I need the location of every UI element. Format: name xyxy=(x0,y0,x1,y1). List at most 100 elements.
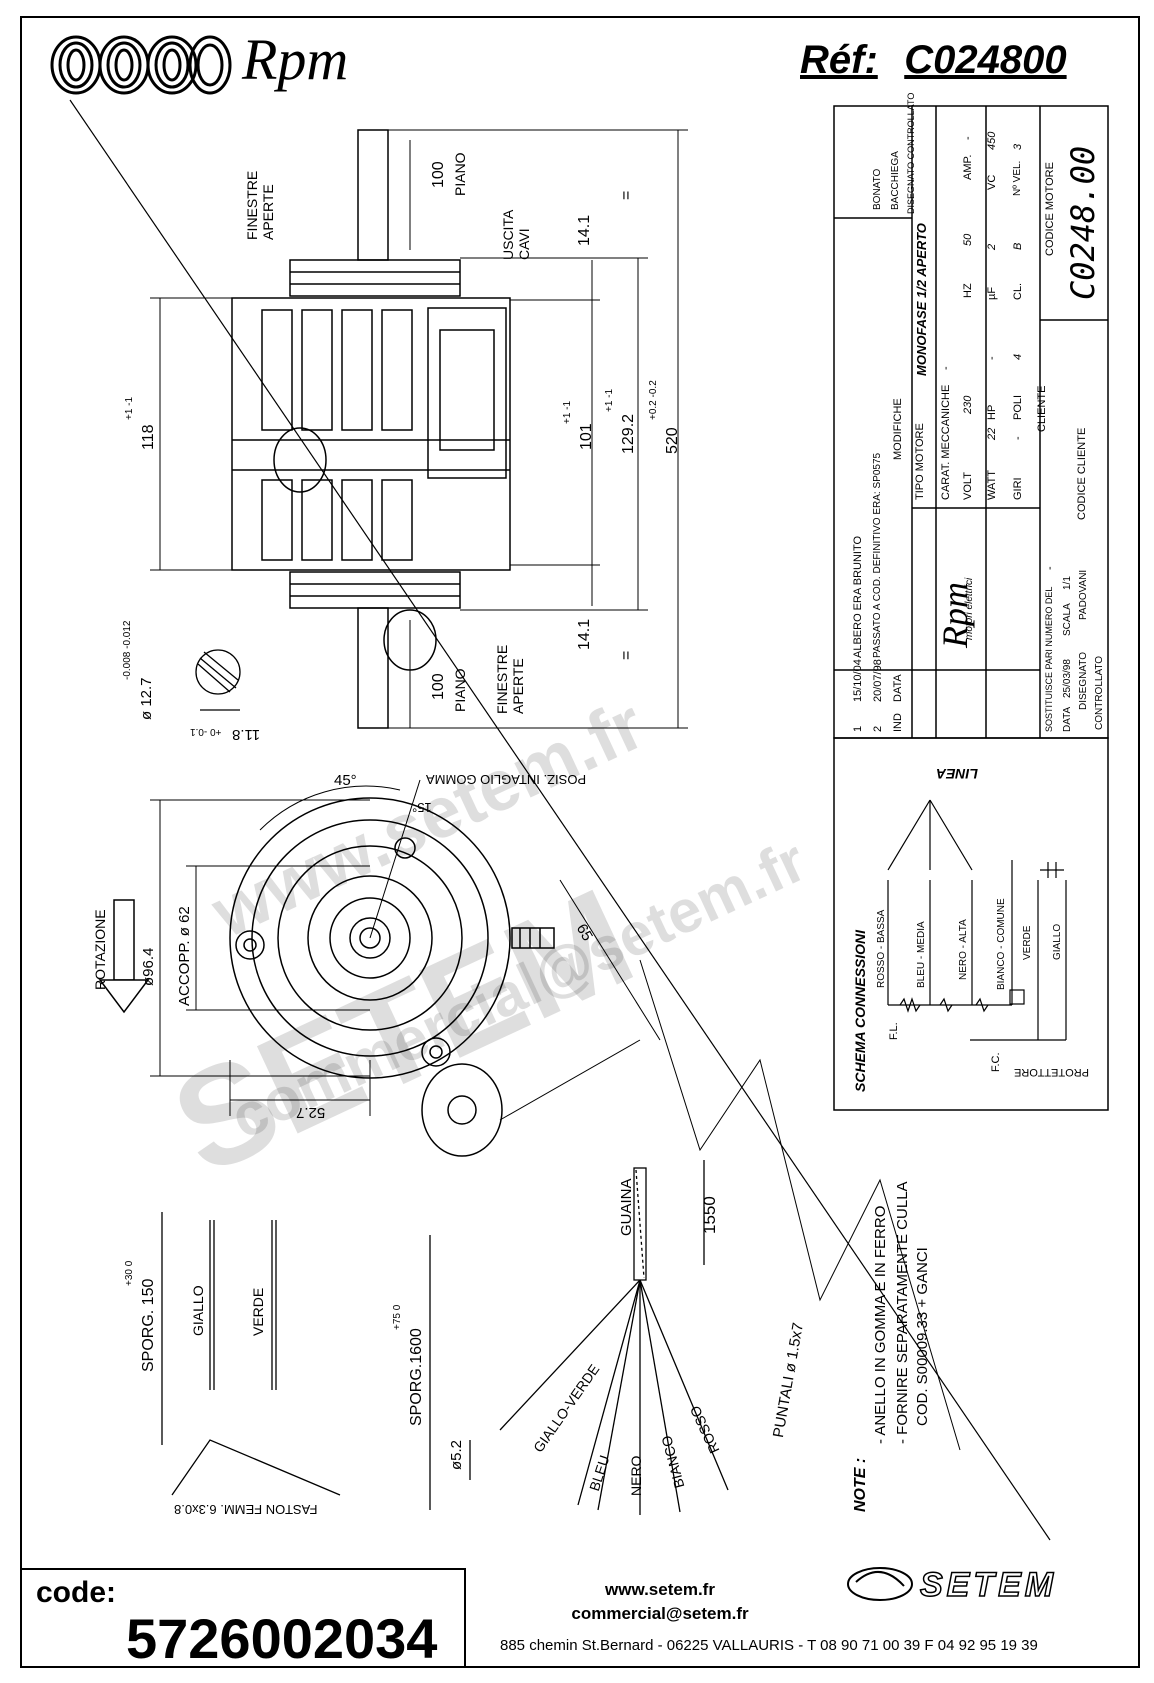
footer-web-link[interactable]: www.setem.fr xyxy=(605,1580,715,1599)
schema-wiring xyxy=(887,799,1067,1041)
label-dim-100-bottom: 100 xyxy=(430,673,447,700)
schema-wire-giallo: GIALLO xyxy=(1052,923,1063,960)
tb-hdr-ind: IND xyxy=(892,713,904,732)
tb-carat-value: - xyxy=(940,366,952,370)
tb-spec-hz-k: HZ xyxy=(962,283,974,298)
tb-spec-watt-k: WATT xyxy=(986,470,998,500)
label-dia-96: ø96.4 xyxy=(140,947,157,986)
tb-sostituisce-val: - xyxy=(1044,566,1056,570)
tb-spec-volt-v: 230 xyxy=(962,395,974,414)
tb-rev1-data: 15/10/04 xyxy=(852,659,864,702)
tb-spec-amp-k: AMP. xyxy=(962,154,974,180)
label-piano-bottom: PIANO xyxy=(452,668,468,712)
cable-1550: 1550 xyxy=(700,1196,719,1234)
label-finestre-top: FINESTRE APERTE xyxy=(244,170,276,240)
label-dim-520-tol: +0.2 -0.2 xyxy=(648,380,659,420)
diagonal-line xyxy=(69,99,1051,1541)
schema-wire-rosso: ROSSO - BASSA xyxy=(876,909,887,988)
tb-sign-hdr: DISEGNATO CONTROLLATO xyxy=(906,92,916,214)
tb-spec-giri-v: - xyxy=(1012,436,1024,440)
cable-giallo: GIALLO xyxy=(190,1285,206,1336)
notes-title: NOTE : xyxy=(852,1457,869,1512)
reference-value: C024800 xyxy=(904,38,1067,82)
tb-controllato-label: CONTROLLATO xyxy=(1094,655,1105,730)
cable-wire-nero: NERO xyxy=(628,1455,644,1496)
schema-protettore: PROTETTORE xyxy=(1014,1066,1089,1078)
tb-scala-label: SCALA xyxy=(1062,603,1073,636)
label-uscita-cavi: USCITA CAVI xyxy=(500,210,532,260)
tb-spec-poli-v: 4 xyxy=(1012,353,1024,360)
tb-spec-hp-v: - xyxy=(986,356,998,360)
footer-address: 885 chemin St.Bernard - 06225 VALLAURIS … xyxy=(500,1637,1038,1654)
schema-wire-nero: NERO - ALTA xyxy=(958,919,969,980)
tb-sostituisce: SOSTITUISCE PARI NUMERO DEL xyxy=(1044,586,1054,732)
label-dim-100-top: 100 xyxy=(430,161,447,188)
tb-spec-uf-k: µF xyxy=(986,286,998,300)
schema-linea: LINEA xyxy=(936,766,978,782)
schema-fc: F.C. xyxy=(990,1052,1002,1072)
code-box: code: 5726002034 xyxy=(20,1568,466,1670)
tb-spec-nvel-k: Nº VEL. xyxy=(1012,160,1023,196)
brand-name: Rpm xyxy=(242,27,349,92)
footer-email-link[interactable]: commercial@setem.fr xyxy=(571,1604,749,1623)
tb-spec-uf-v: 2 xyxy=(986,243,998,250)
tb-spec-hz-v: 50 xyxy=(962,233,974,246)
setem-swoosh-icon xyxy=(847,1567,913,1601)
code-label: code: xyxy=(36,1576,117,1609)
front-dimensions xyxy=(150,779,661,1121)
label-dim-129-2: 129.2 xyxy=(620,413,637,454)
motor-front-view xyxy=(229,797,555,1157)
cable-sporg-1600: SPORG.1600 xyxy=(408,1328,425,1426)
tb-disegnato-label: DISEGNATO xyxy=(1078,652,1089,710)
tb-spec-hp-k: HP xyxy=(986,404,998,420)
tb-data-label: DATA xyxy=(1062,706,1073,732)
code-value: 5726002034 xyxy=(126,1607,438,1670)
tb-rev2-mod: PASSATO A COD. DEFINITIVO ERA: SP0575 xyxy=(872,452,883,658)
tb-codice-cliente-label: CODICE CLIENTE xyxy=(1076,427,1088,520)
reference-label: Réf: xyxy=(800,38,878,82)
tb-rev2-ind: 2 xyxy=(872,725,884,732)
cable-faston: FASTON FEMM. 6.3x0.8 xyxy=(174,1502,318,1517)
rpm-logo: Rpm xyxy=(46,27,386,102)
shaft-section xyxy=(195,649,241,711)
schema-title: SCHEMA CONNESSIONI xyxy=(852,929,868,1092)
schema-wire-verde: VERDE xyxy=(1022,925,1033,960)
tb-disegnato-val: PADOVANI xyxy=(1078,569,1089,620)
label-dim-118-tol: +1 -1 xyxy=(124,396,135,420)
label-eq-top: = xyxy=(618,190,635,200)
reference: Réf: C024800 xyxy=(800,38,1067,83)
tb-codice-motore: C0248.00 xyxy=(1064,145,1102,300)
label-dim-14-1-top: 14.1 xyxy=(576,214,593,246)
label-dim-118: 118 xyxy=(140,424,157,450)
coil-logo-icon xyxy=(50,35,232,95)
side-dimensions xyxy=(150,129,688,729)
schema-wire-bleu: BLEU - MEDIA xyxy=(916,921,927,988)
tb-tipo-label: TIPO MOTORE xyxy=(914,423,926,500)
watermark-shapes xyxy=(639,959,961,1451)
schema-fl: F.L. xyxy=(888,1022,900,1040)
tb-hdr-mod: MODIFICHE xyxy=(892,398,904,460)
tb-spec-vc-v: 450 xyxy=(986,131,998,150)
tb-spec-watt-v: 22 xyxy=(986,427,998,440)
cable-drawing xyxy=(161,1160,729,1515)
tb-company-sub: motori elettrici xyxy=(964,577,975,640)
tb-data-val: 25/03/98 xyxy=(1062,659,1073,698)
rotation-arrow-icon xyxy=(98,899,150,1014)
label-eq-bottom: = xyxy=(618,650,635,660)
notes-line-3: COD. S00009.33 + GANCI xyxy=(914,1247,931,1426)
title-block-frame xyxy=(833,105,1109,1111)
cable-dia-5-2: ø5.2 xyxy=(448,1439,465,1470)
tb-rev2-data: 20/07/98 xyxy=(872,659,884,702)
motor-side-view xyxy=(231,129,511,729)
tb-scala-val: 1/1 xyxy=(1062,576,1073,590)
label-shaft-dia-tol: -0.008 -0.012 xyxy=(122,620,133,681)
label-shaft-dia: ø 12.7 xyxy=(138,677,155,720)
setem-logo: SETEM xyxy=(919,1565,1058,1605)
tb-spec-volt-k: VOLT xyxy=(962,472,974,500)
tb-spec-amp-v: - xyxy=(962,136,974,140)
tb-tipo-value: MONOFASE 1/2 APERTO xyxy=(914,223,929,376)
label-dim-520: 520 xyxy=(664,427,681,454)
tb-spec-cl-k: CL. xyxy=(1012,282,1024,300)
tb-spec-poli-k: POLI xyxy=(1012,394,1024,420)
